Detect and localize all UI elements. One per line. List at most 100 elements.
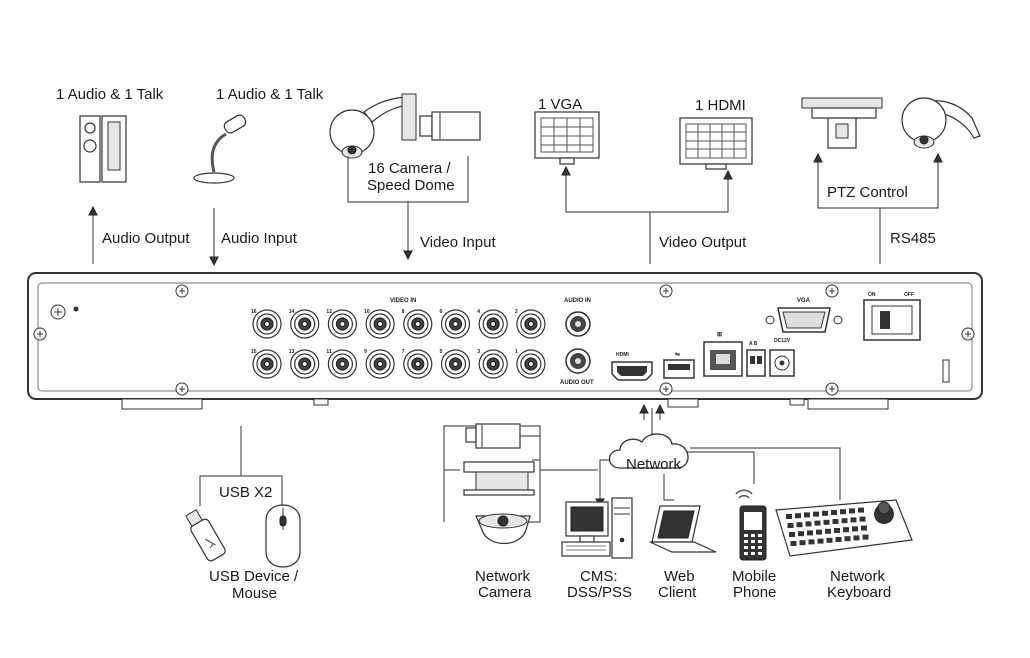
audio-out-device-label: 1 Audio & 1 Talk <box>56 86 164 103</box>
network-cloud-icon <box>608 433 689 469</box>
web-client-label-1: Web <box>664 568 695 585</box>
network-camera-icon <box>463 423 535 544</box>
vga-port-label: VGA <box>797 298 811 304</box>
bnc-connector-9[interactable] <box>365 349 395 379</box>
keyboard-key <box>849 508 855 514</box>
keyboard-key <box>804 512 810 518</box>
bnc-number-4: 4 <box>477 309 480 315</box>
power-switch[interactable] <box>863 299 921 341</box>
bnc-connector-11[interactable] <box>327 349 357 379</box>
bnc-number-16: 16 <box>251 309 257 315</box>
camera-label-2: Speed Dome <box>367 177 455 194</box>
audio-out-connector[interactable] <box>565 348 591 374</box>
speaker-icon <box>79 115 127 183</box>
bnc-number-10: 10 <box>364 309 370 315</box>
keyboard-key <box>789 532 795 537</box>
bnc-number-7: 7 <box>402 349 405 355</box>
bnc-connector-13[interactable] <box>290 349 320 379</box>
bnc-connector-4[interactable] <box>478 309 508 339</box>
dc-power-label: DC12V <box>774 338 791 344</box>
bnc-number-13: 13 <box>289 349 295 355</box>
keyboard-key <box>825 528 831 534</box>
vga-monitor-icon <box>534 111 600 165</box>
rs485-label: RS485 <box>890 230 936 247</box>
network-camera-label-1: Network <box>475 568 531 585</box>
keyboard-key <box>807 530 813 536</box>
keyboard-key <box>840 509 846 515</box>
bnc-number-2: 2 <box>515 309 518 315</box>
bnc-connector-14[interactable] <box>290 309 320 339</box>
bnc-number-6: 6 <box>440 309 443 315</box>
mobile-phone-label-1: Mobile <box>732 568 776 585</box>
keyboard-key <box>844 536 851 542</box>
bnc-connector-16[interactable] <box>252 309 282 339</box>
bnc-number-12: 12 <box>326 309 332 315</box>
keyboard-controller-icon <box>775 499 913 557</box>
mobile-phone-label-2: Phone <box>733 584 776 601</box>
keyboard-key <box>795 513 801 519</box>
keyboard-key <box>822 510 828 516</box>
bnc-number-8: 8 <box>402 309 405 315</box>
keyboard-key <box>859 516 866 522</box>
usb-device-label-2: Mouse <box>232 585 277 602</box>
keyboard-key <box>813 511 819 517</box>
bnc-connector-10[interactable] <box>365 309 395 339</box>
bnc-connector-2[interactable] <box>516 309 546 339</box>
bnc-connector-1[interactable] <box>516 349 546 379</box>
dc-power-port[interactable] <box>769 349 795 377</box>
video-in-label: VIDEO IN <box>390 298 416 304</box>
rs485-port[interactable] <box>746 349 766 377</box>
bnc-number-5: 5 <box>440 349 443 355</box>
bnc-connector-7[interactable] <box>403 349 433 379</box>
keyboard-key <box>808 539 815 545</box>
bnc-number-15: 15 <box>251 349 257 355</box>
usb-port-symbol: ⇋ <box>675 350 680 358</box>
bnc-number-14: 14 <box>289 309 295 315</box>
keyboard-key <box>823 519 830 525</box>
box-camera-icon <box>419 111 481 141</box>
bnc-connector-5[interactable] <box>440 349 471 379</box>
vga-port[interactable] <box>765 307 843 333</box>
camera-label-1: 16 Camera / <box>368 160 451 177</box>
bnc-connector-3[interactable] <box>478 349 508 379</box>
keyboard-key <box>835 537 842 542</box>
web-client-label-2: Client <box>658 584 697 601</box>
bnc-connector-15[interactable] <box>252 349 282 379</box>
keyboard-key <box>817 538 824 544</box>
ethernet-port[interactable] <box>703 341 743 377</box>
power-on-label: ON <box>868 292 876 298</box>
network-keyboard-label-2: Keyboard <box>827 584 891 601</box>
keyboard-key <box>786 514 792 519</box>
bnc-number-11: 11 <box>326 349 332 355</box>
hdmi-port-label: HDMI <box>616 352 629 358</box>
bnc-connector-6[interactable] <box>440 309 471 339</box>
vga-label: 1 VGA <box>538 96 582 113</box>
usb-port[interactable] <box>663 359 695 379</box>
keyboard-key <box>852 526 858 532</box>
hdmi-port[interactable] <box>611 361 653 381</box>
bnc-connector-8[interactable] <box>403 309 433 339</box>
keyboard-key <box>787 523 794 528</box>
microphone-icon <box>193 114 247 184</box>
ptz-camera-icon <box>801 97 883 149</box>
audio-in-label: AUDIO IN <box>564 298 591 304</box>
audio-input-label: Audio Input <box>221 230 298 247</box>
keyboard-key <box>843 527 849 533</box>
usb-x2-label: USB X2 <box>219 484 272 501</box>
bnc-connector-12[interactable] <box>327 309 357 339</box>
rs485-ab-label: A B <box>749 341 758 347</box>
keyboard-key <box>832 519 839 524</box>
video-input-label: Video Input <box>420 234 496 251</box>
keyboard-key <box>805 521 812 527</box>
network-keyboard-label-1: Network <box>830 568 886 585</box>
keyboard-key <box>831 510 837 515</box>
keyboard-key <box>862 534 869 540</box>
keyboard-key <box>826 537 833 543</box>
audio-in-connector[interactable] <box>565 311 591 337</box>
speed-dome-icon <box>329 93 417 159</box>
laptop-icon <box>649 505 717 553</box>
keyboard-key <box>850 517 857 523</box>
